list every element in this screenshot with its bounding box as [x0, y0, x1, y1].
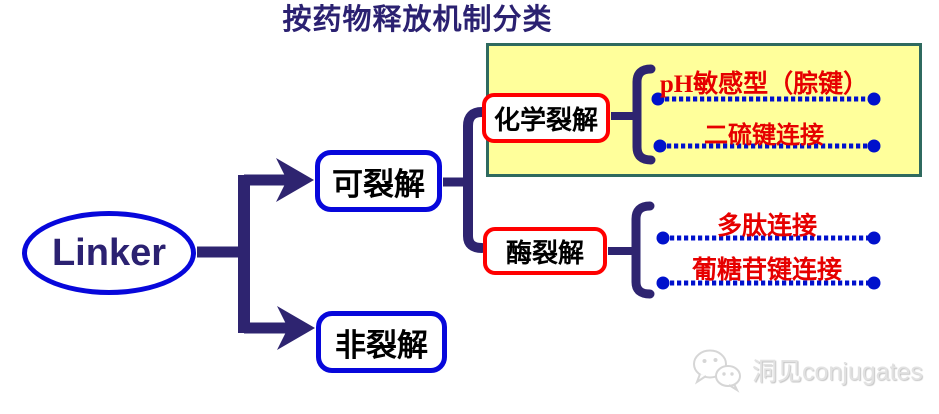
arrowhead-to-cleavable: [276, 158, 314, 202]
brace-cleavable: [463, 107, 487, 253]
arrow-heads: [276, 158, 315, 350]
node-non-cleavable: 非裂解: [316, 311, 447, 373]
endpoint-dot: [867, 92, 881, 106]
watermark: 洞见conjugates: [690, 346, 923, 394]
endpoint-dot: [867, 231, 881, 245]
node-chemical-cleavage: 化学裂解: [482, 93, 610, 143]
endpoint-dot: [867, 276, 881, 290]
brace-chemical: [632, 64, 656, 165]
node-cleavable-label: 可裂解: [332, 166, 425, 202]
node-cleavable: 可裂解: [315, 150, 442, 212]
leaf-item-peptide: 多肽连接: [716, 213, 817, 240]
watermark-text: 洞见conjugates: [752, 358, 923, 386]
leaf-underlines: [658, 96, 874, 286]
arrowhead-to-noncleavable: [277, 306, 315, 350]
endpoint-dot: [867, 139, 881, 153]
leaf-endpoint-dots: [651, 92, 881, 290]
leaf-item-disulfide: 二硫键连接: [704, 123, 824, 149]
endpoint-dot: [656, 231, 670, 245]
page-title: 按药物释放机制分类: [282, 4, 553, 36]
node-linker: Linker: [22, 211, 196, 295]
endpoint-dot: [656, 276, 670, 290]
node-linker-label: Linker: [51, 231, 167, 274]
brace-enzymatic: [631, 201, 655, 299]
leaf-item-glucoside: 葡糖苷键连接: [691, 257, 842, 284]
endpoint-dot: [651, 92, 665, 106]
node-enzymatic-cleavage-label: 酶裂解: [505, 237, 584, 268]
node-non-cleavable-label: 非裂解: [335, 327, 428, 363]
tree-connectors: [197, 64, 656, 334]
node-chemical-cleavage-label: 化学裂解: [493, 104, 598, 135]
endpoint-dot: [653, 139, 667, 153]
wechat-icon: [693, 349, 741, 393]
leaf-item-ph-sensitive: pH敏感型（腙键）: [659, 71, 869, 98]
node-enzymatic-cleavage: 酶裂解: [483, 227, 607, 275]
